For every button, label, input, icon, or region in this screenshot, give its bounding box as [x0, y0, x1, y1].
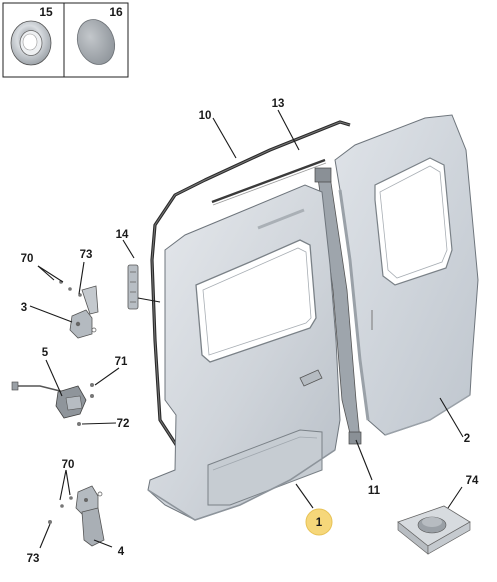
callout-73-lower: 73	[27, 553, 40, 565]
callout-73-upper: 73	[80, 249, 93, 261]
callout-14: 14	[116, 229, 129, 241]
callout-70-upper: 70	[21, 253, 34, 265]
foam-pad-part	[397, 505, 471, 555]
clip-part	[127, 264, 139, 310]
callout-74: 74	[466, 475, 479, 487]
callout-11: 11	[368, 485, 381, 497]
callout-1: 1	[316, 517, 323, 529]
callout-1-badge: 1	[305, 508, 333, 536]
grommet-part-icon	[10, 20, 52, 66]
inset-label-15: 15	[39, 5, 53, 19]
right-door-panel	[334, 114, 479, 436]
left-door-panel	[147, 184, 341, 521]
callout-3: 3	[21, 302, 27, 314]
callout-4: 4	[118, 546, 125, 558]
inset-label-16: 16	[109, 5, 123, 19]
callout-72: 72	[117, 418, 130, 430]
callout-13: 13	[272, 98, 285, 110]
callout-71: 71	[115, 356, 128, 368]
upper-hinge-part	[59, 280, 99, 339]
check-strap-part	[314, 167, 362, 445]
callout-labels: 10 13 14 70 73 3 5 71 72 70 73 4 2 11 74…	[21, 98, 479, 565]
leader-lines	[29, 109, 464, 549]
weatherstrip-part	[211, 158, 327, 206]
inset-box-15: 15	[2, 2, 65, 78]
lock-mechanism-part	[11, 381, 94, 426]
lower-hinge-part	[48, 485, 105, 547]
door-seal-part	[150, 120, 351, 461]
callout-70-lower: 70	[62, 459, 75, 471]
callout-5: 5	[42, 347, 49, 359]
callout-2: 2	[464, 433, 470, 445]
inset-box-16: 16	[63, 2, 129, 78]
callout-10: 10	[199, 110, 212, 122]
adhesive-pad-part-icon	[76, 19, 116, 65]
